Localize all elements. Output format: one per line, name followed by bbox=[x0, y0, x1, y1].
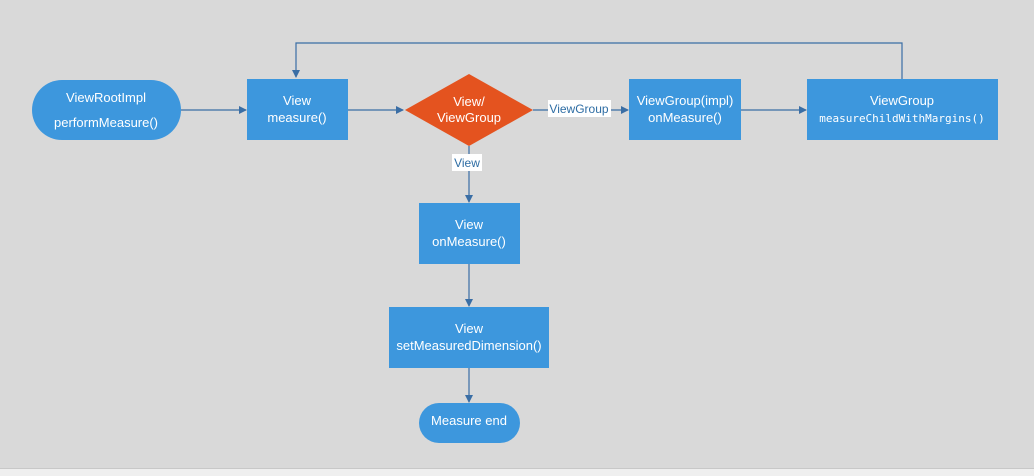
node-start-line1: ViewRootImpl bbox=[66, 90, 146, 105]
edge-measure-child-loop-back bbox=[292, 42, 903, 79]
node-measure-child-line1: ViewGroup bbox=[870, 93, 934, 108]
node-view-measure-line1: View bbox=[283, 93, 312, 108]
node-decision-line1: View/ bbox=[453, 94, 485, 109]
node-view-onmeasure-line2: onMeasure() bbox=[432, 234, 506, 249]
edge-label-view: View bbox=[452, 154, 482, 171]
node-end[interactable]: Measure end bbox=[419, 403, 520, 443]
node-set-dimension[interactable]: View setMeasuredDimension() bbox=[389, 307, 549, 368]
node-view-onmeasure-line1: View bbox=[455, 217, 484, 232]
node-measure-child-line2: measureChildWithMargins() bbox=[819, 112, 985, 125]
node-start[interactable]: ViewRootImpl performMeasure() bbox=[32, 80, 181, 140]
node-view-onmeasure[interactable]: View onMeasure() bbox=[419, 203, 520, 264]
bottom-scrollbar-strip bbox=[0, 468, 1034, 476]
node-viewgroup-onmeasure-line2: onMeasure() bbox=[648, 110, 722, 125]
edge-label-viewgroup: ViewGroup bbox=[548, 100, 611, 117]
node-decision-line2: ViewGroup bbox=[437, 110, 501, 125]
edge-label-viewgroup-text: ViewGroup bbox=[549, 102, 608, 116]
node-decision[interactable]: View/ ViewGroup bbox=[405, 74, 533, 146]
node-measure-child[interactable]: ViewGroup measureChildWithMargins() bbox=[807, 79, 998, 140]
node-start-line2: performMeasure() bbox=[54, 115, 158, 130]
node-view-measure[interactable]: View measure() bbox=[247, 79, 348, 140]
node-set-dimension-line2: setMeasuredDimension() bbox=[396, 338, 541, 353]
node-viewgroup-onmeasure[interactable]: ViewGroup(impl) onMeasure() bbox=[629, 79, 741, 140]
edge-label-view-text: View bbox=[454, 156, 480, 170]
node-end-line1: Measure end bbox=[431, 413, 507, 428]
node-view-measure-line2: measure() bbox=[267, 110, 326, 125]
node-viewgroup-onmeasure-line1: ViewGroup(impl) bbox=[637, 93, 734, 108]
node-set-dimension-line1: View bbox=[455, 321, 484, 336]
